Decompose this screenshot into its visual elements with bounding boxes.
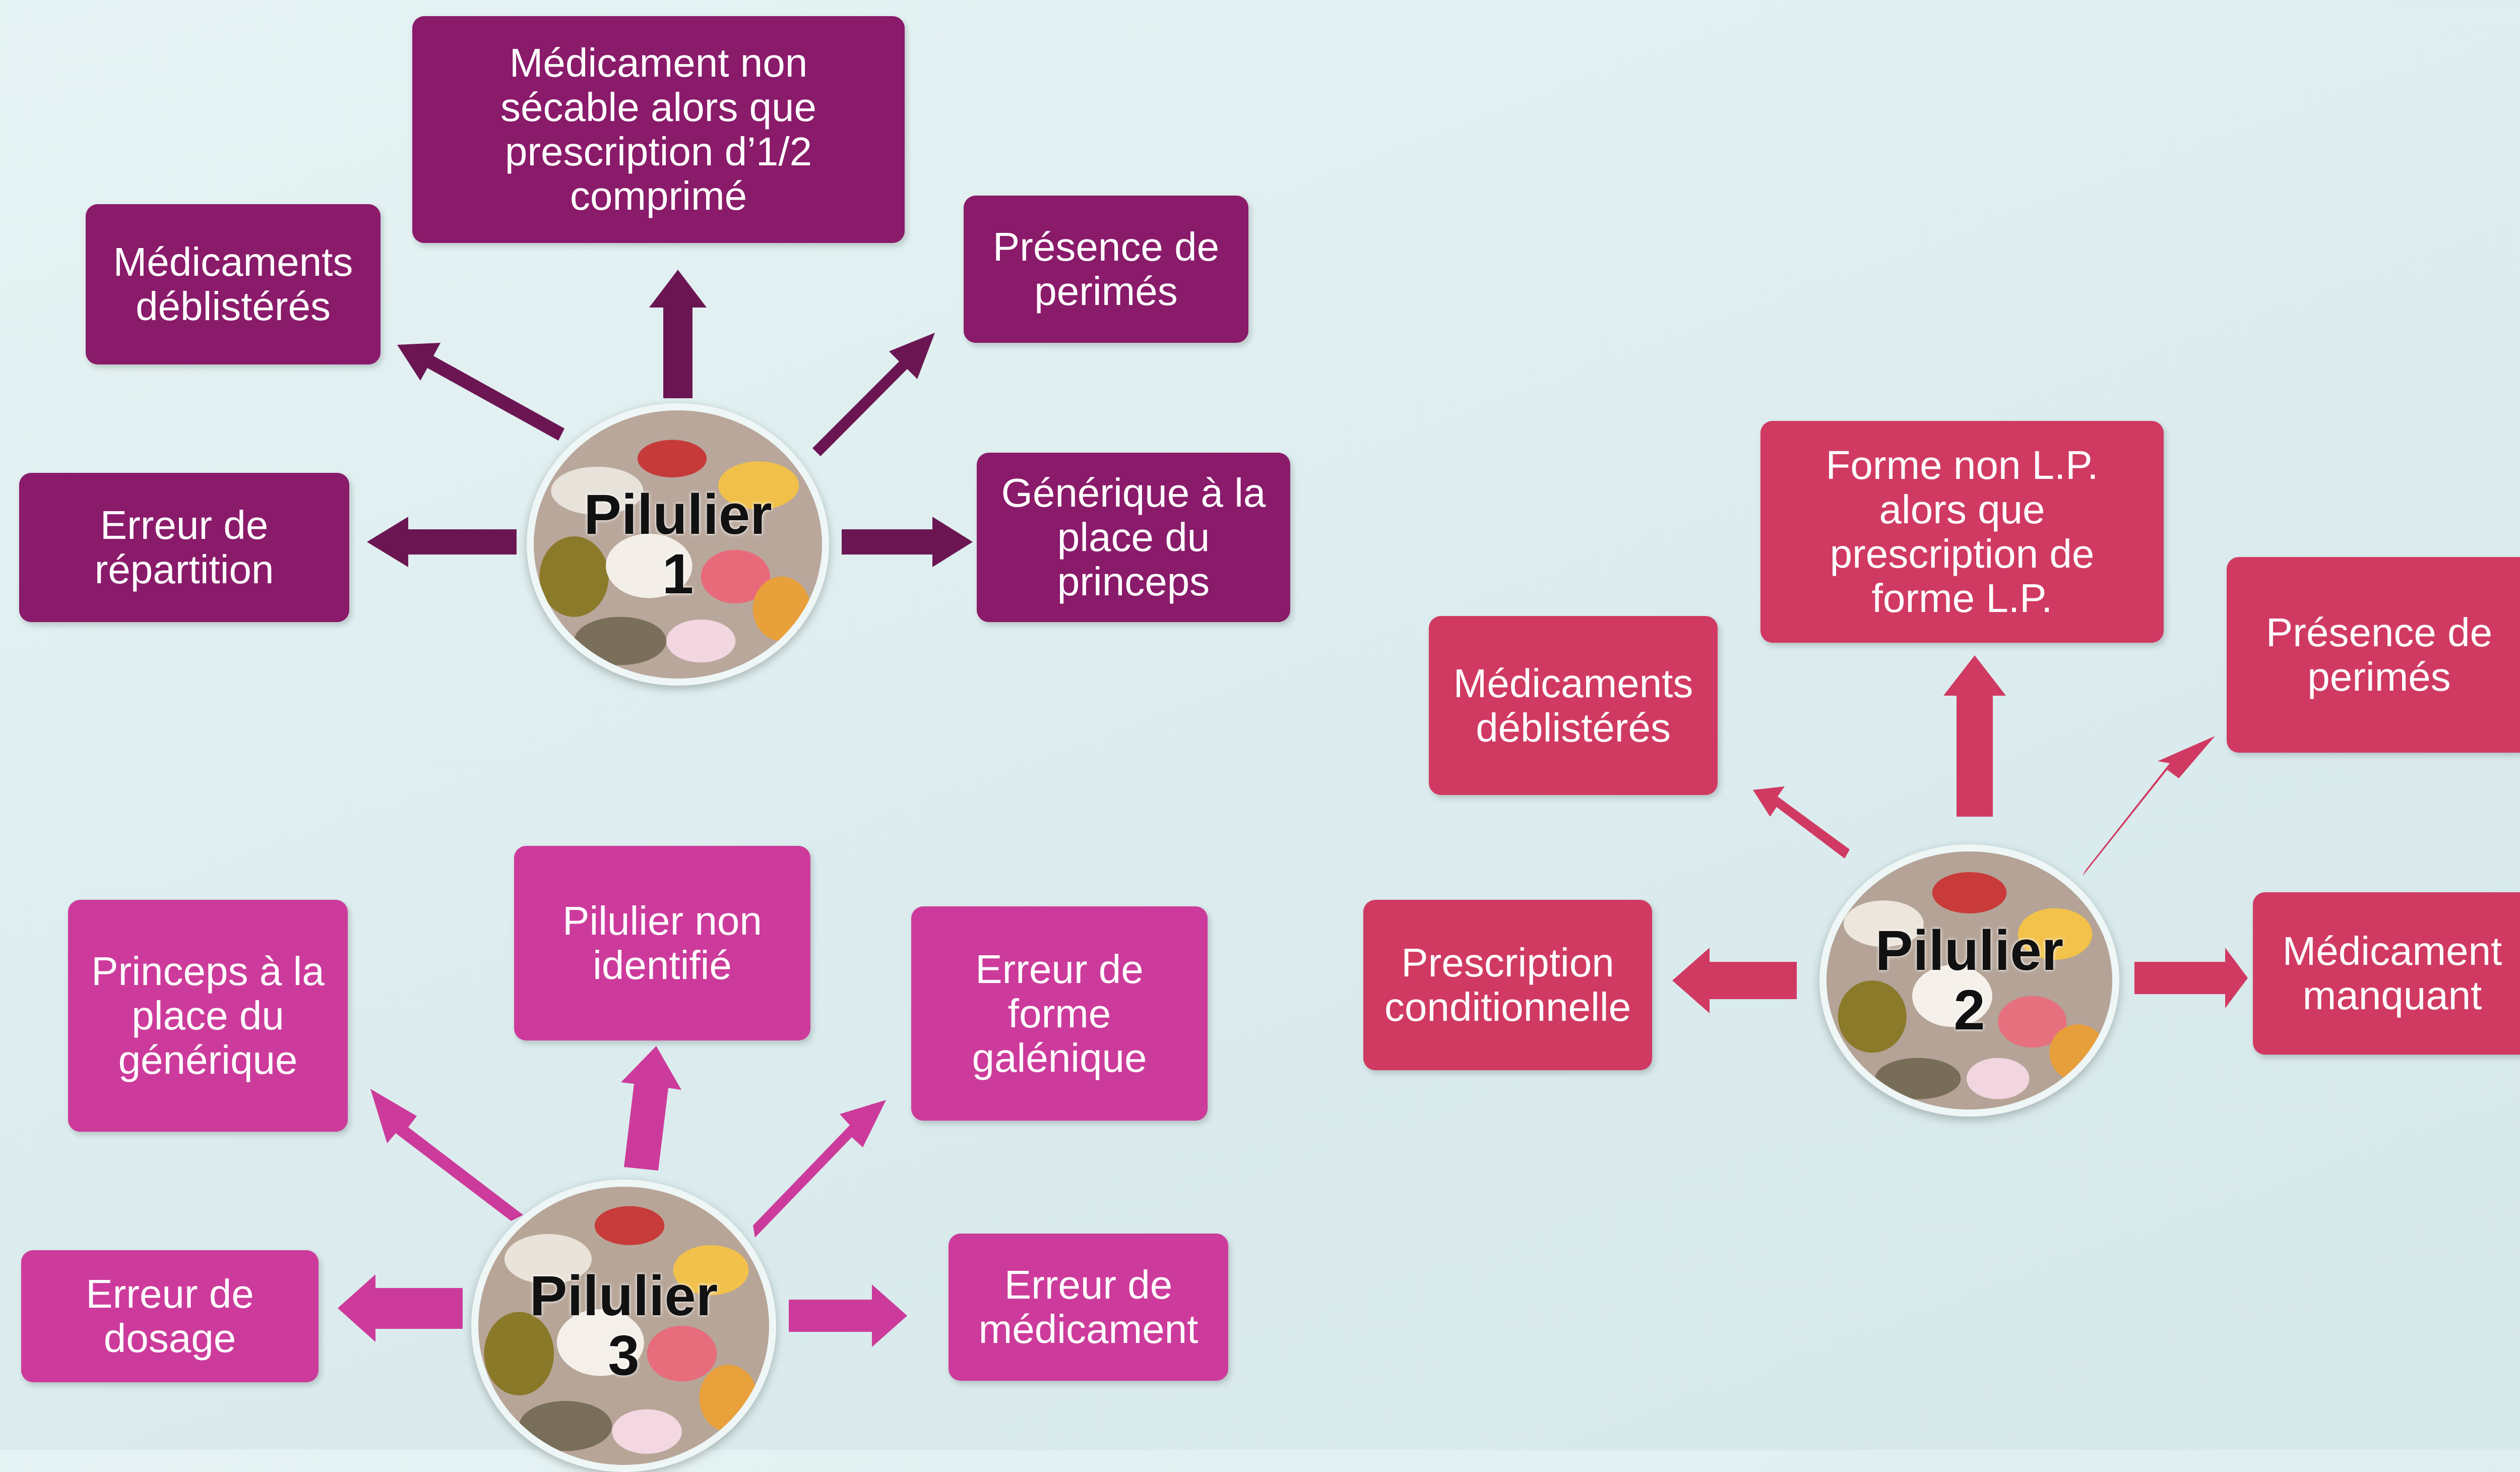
arrow-p3-left	[338, 1274, 463, 1342]
p2-unblistered-box: Médicaments déblistérés	[1429, 616, 1718, 795]
pilulier-1-hub: Pilulier 1	[527, 403, 829, 686]
arrow-p3-upper-right	[753, 1100, 886, 1238]
arrow-p2-up	[1943, 655, 2006, 817]
p2-conditional-prescription-box: Prescription conditionnelle	[1363, 900, 1652, 1070]
arrow-p3-up	[621, 1046, 681, 1171]
arrow-p2-upper-right	[2083, 736, 2215, 876]
p3-brand-instead-of-generic-box: Princeps à la place du générique	[68, 900, 348, 1132]
pilulier-2-hub: Pilulier 2	[1819, 844, 2119, 1117]
pilulier-3-hub: Pilulier 3	[471, 1180, 776, 1472]
p3-drug-error-box: Erreur de médicament	[949, 1234, 1228, 1381]
p3-unidentified-box: Pilulier non identifié	[514, 846, 810, 1040]
p1-non-breakable-box: Médicament non sécable alors que prescri…	[412, 16, 905, 243]
pilulier-1-label: Pilulier 1	[584, 483, 772, 605]
arrow-p1-upper-left	[397, 343, 564, 441]
pills-photo-icon	[1826, 851, 2112, 1110]
arrow-p1-up	[649, 270, 707, 398]
p3-dosage-error-box: Erreur de dosage	[21, 1250, 319, 1382]
pilulier-3-label: Pilulier 3	[529, 1264, 718, 1387]
arrow-p2-upper-left	[1753, 786, 1850, 858]
pilulier-2-label: Pilulier 2	[1875, 919, 2064, 1041]
arrow-p1-upper-right	[812, 333, 935, 456]
arrow-p3-right	[789, 1284, 907, 1347]
arrow-p1-left	[367, 517, 517, 567]
p2-non-lp-form-box: Forme non L.P. alors que prescription de…	[1760, 421, 2164, 643]
p2-expired-box: Présence de perimés	[2227, 557, 2520, 753]
p2-missing-drug-box: Médicament manquant	[2253, 892, 2520, 1055]
p1-generic-instead-of-brand-box: Générique à la place du princeps	[977, 453, 1290, 622]
p1-distribution-error-box: Erreur de répartition	[19, 473, 349, 622]
p3-galenic-form-error-box: Erreur de forme galénique	[911, 906, 1208, 1121]
p1-unblistered-box: Médicaments déblistérés	[86, 204, 381, 364]
pills-photo-icon	[478, 1187, 769, 1465]
arrow-p1-right	[842, 517, 973, 567]
arrow-p2-right	[2134, 948, 2248, 1008]
p1-expired-box: Présence de perimés	[964, 196, 1248, 343]
arrow-p2-left	[1672, 948, 1797, 1013]
pills-photo-icon	[534, 410, 822, 679]
